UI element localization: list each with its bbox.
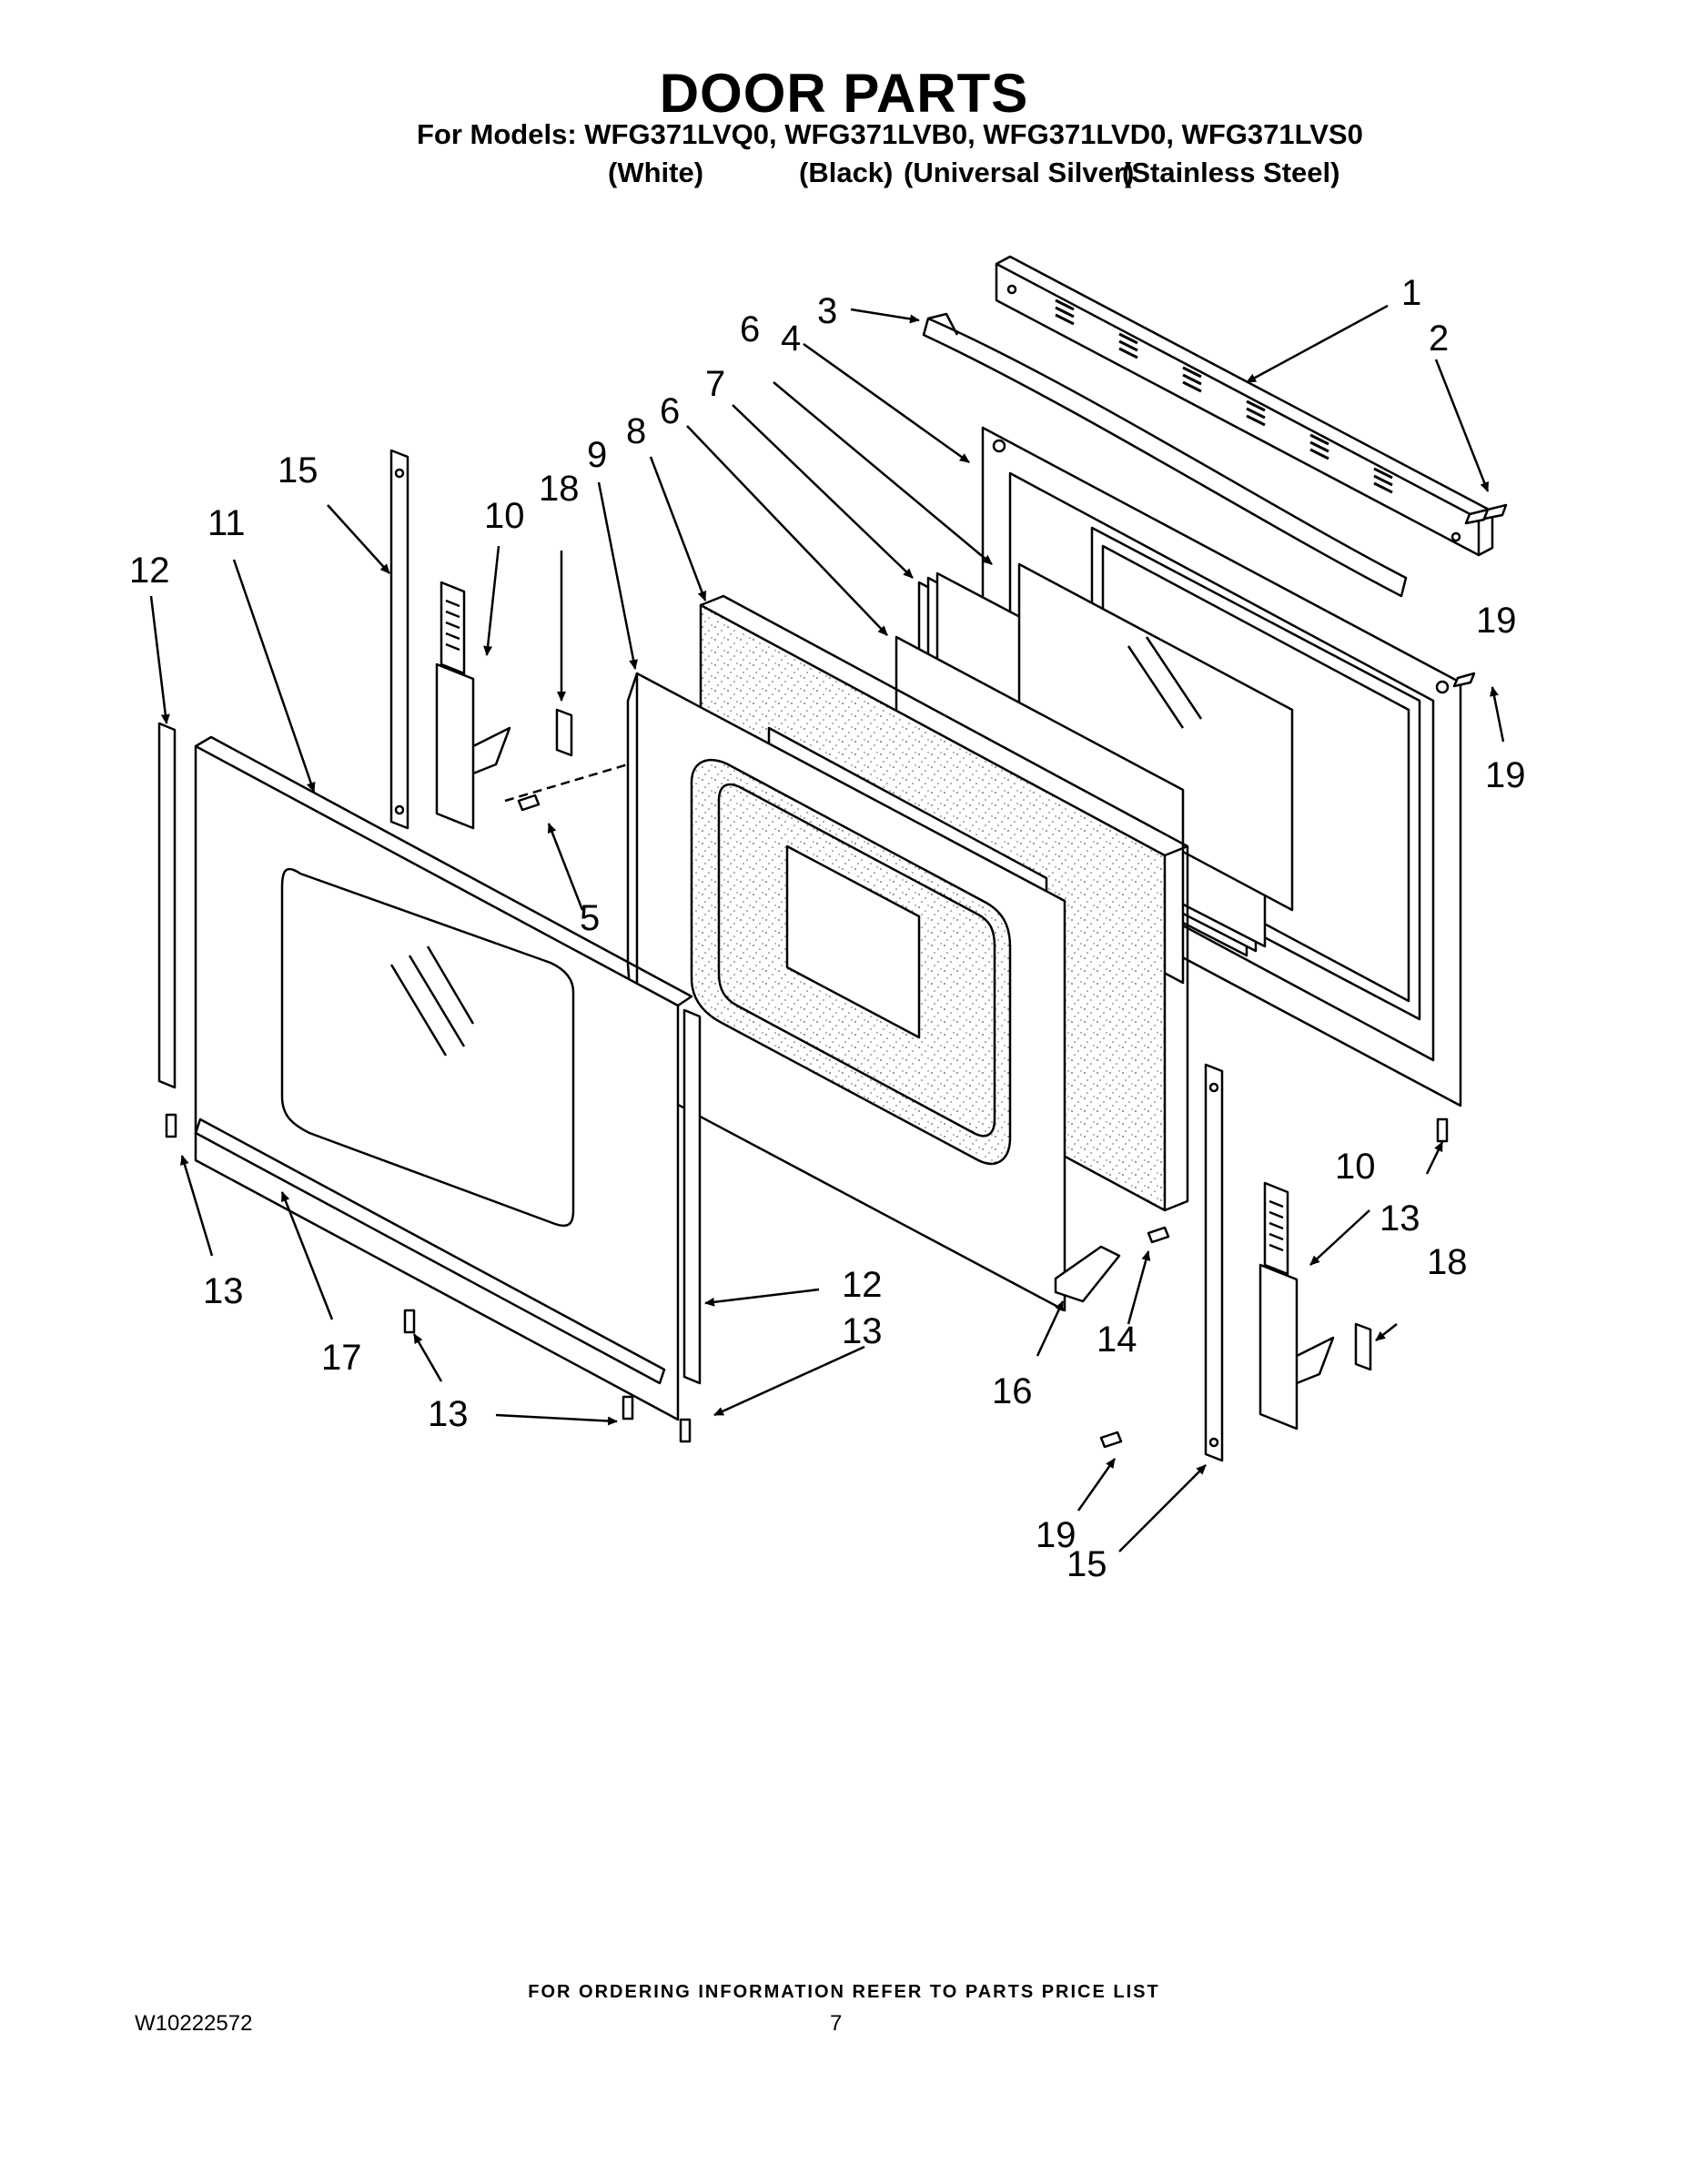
leader-lines — [149, 304, 1505, 1552]
hinge-clip-right — [1354, 1322, 1372, 1371]
inner-glass-1 — [1017, 562, 1294, 912]
document-number: W10222572 — [135, 2011, 253, 2036]
color-stainless-steel: (Stainless Steel) — [1122, 157, 1340, 188]
callout-14: 14 — [1097, 1320, 1137, 1360]
callout-6-lower: 6 — [660, 391, 680, 431]
callout-13-bottom: 13 — [428, 1394, 469, 1434]
hinge-left — [435, 581, 511, 830]
color-white: (White) — [608, 157, 704, 188]
outer-door-glass — [194, 735, 693, 1421]
callout-13-right: 13 — [1380, 1198, 1420, 1239]
callout-19-middle: 19 — [1485, 755, 1526, 795]
door-liner — [626, 672, 1066, 1312]
callout-17: 17 — [321, 1338, 362, 1378]
callout-12-left: 12 — [129, 551, 170, 591]
callout-19-upper: 19 — [1476, 601, 1517, 641]
hinge-receiver-left — [389, 449, 409, 830]
color-black: (Black) — [799, 157, 894, 188]
page-number: 7 — [830, 2011, 843, 2036]
callout-10-left: 10 — [484, 496, 525, 536]
callout-18-right: 18 — [1427, 1242, 1468, 1282]
callout-15-left: 15 — [278, 450, 318, 490]
callout-13-left: 13 — [203, 1271, 244, 1311]
callout-19-lower: 19 — [1036, 1515, 1076, 1555]
callout-9: 9 — [587, 435, 607, 475]
hinge-receiver-right — [1204, 1063, 1224, 1462]
hinge-clip-left — [555, 708, 573, 757]
callout-7: 7 — [705, 364, 725, 404]
callout-18-left: 18 — [539, 469, 580, 509]
callout-16: 16 — [992, 1371, 1033, 1411]
page-title: DOOR PARTS — [659, 63, 1029, 124]
callout-1: 1 — [1401, 273, 1421, 313]
callout-11: 11 — [207, 503, 246, 543]
side-trim-right — [682, 1008, 702, 1385]
screws — [165, 503, 1508, 1449]
callout-13-center: 13 — [842, 1311, 883, 1351]
models-line: For Models: WFG371LVQ0, WFG371LVB0, WFG3… — [417, 118, 1363, 150]
callout-6-upper: 6 — [740, 309, 760, 349]
hinge-right — [1258, 1181, 1335, 1431]
callout-8: 8 — [626, 411, 646, 451]
callout-10-right: 10 — [1335, 1147, 1376, 1187]
bottom-trim — [194, 1117, 666, 1385]
ordering-note: FOR ORDERING INFORMATION REFER TO PARTS … — [528, 1982, 1160, 2002]
door-handle — [922, 312, 1408, 598]
callout-4: 4 — [781, 318, 801, 359]
callout-2: 2 — [1429, 318, 1449, 359]
callout-12-right: 12 — [842, 1265, 883, 1305]
top-vent-trim — [995, 255, 1494, 557]
door-bracket — [1054, 1245, 1121, 1303]
callout-15-right: 15 — [1066, 1544, 1107, 1584]
side-trim-left — [157, 722, 177, 1089]
callout-5: 5 — [580, 898, 600, 938]
color-universal-silver: (Universal Silver) — [904, 157, 1135, 188]
callout-3: 3 — [817, 291, 837, 331]
